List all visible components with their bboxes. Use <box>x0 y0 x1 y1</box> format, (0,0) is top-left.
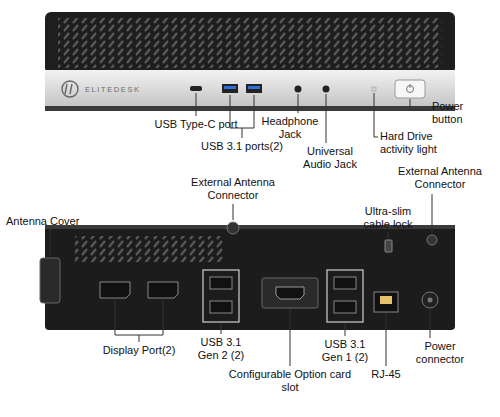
callout-label: USB 3.1 Gen 2 (2) <box>189 336 253 362</box>
callout-label: Display Port(2) <box>89 344 189 357</box>
rear-ports <box>148 282 178 298</box>
callout-label: Power button <box>432 100 482 126</box>
callout-label: USB Type-C port <box>146 118 246 131</box>
leader-line <box>290 309 291 366</box>
leader-line <box>298 94 299 113</box>
rear-ports <box>100 282 130 298</box>
rear-ports <box>210 301 232 313</box>
front-ports <box>295 86 302 93</box>
front-case <box>62 81 78 97</box>
leader-line <box>50 194 432 366</box>
leader-line <box>115 300 163 335</box>
leader-line <box>345 323 346 336</box>
rear-case <box>427 235 437 245</box>
leader-line <box>386 313 387 366</box>
rear-case <box>385 240 392 252</box>
callout-label: Headphone Jack <box>261 115 319 141</box>
front-case <box>45 12 455 74</box>
callout-label: Antenna Cover <box>6 215 96 228</box>
rear-ports <box>327 270 363 322</box>
brand-text: ELITEDESK <box>85 85 165 94</box>
front-ports <box>224 86 236 89</box>
rear-case <box>45 225 455 330</box>
leader-line <box>196 93 197 116</box>
rear-ports <box>262 278 318 308</box>
rear-case <box>75 236 225 262</box>
rear-ports <box>422 292 438 308</box>
leader-line <box>221 323 222 334</box>
callout-label: Ultra-slim cable lock <box>353 205 423 231</box>
leader-line <box>432 194 433 233</box>
front-case <box>58 18 442 68</box>
rear-ports <box>100 270 438 322</box>
rear-ports <box>210 277 232 289</box>
leader-line <box>410 99 429 110</box>
leader-line <box>430 309 431 338</box>
front-case <box>65 84 67 94</box>
front-ports <box>246 84 262 93</box>
rear-case <box>40 222 455 330</box>
rear-ports <box>374 292 398 312</box>
front-ports <box>372 87 376 91</box>
rear-ports <box>276 287 304 299</box>
front-case <box>45 70 455 107</box>
callout-label: USB 3.1 ports(2) <box>192 140 292 153</box>
rear-ports <box>334 301 356 313</box>
callout-label: Hard Drive activity light <box>380 130 456 156</box>
leader-line <box>374 93 378 137</box>
leader-line <box>139 335 140 342</box>
callout-label: USB 3.1 Gen 1 (2) <box>317 338 373 364</box>
front-ports <box>410 84 411 88</box>
callout-label: Universal Audio Jack <box>299 145 361 171</box>
front-case <box>45 12 455 111</box>
rear-ports <box>334 277 356 289</box>
front-ports <box>222 84 238 93</box>
rear-ports <box>380 296 392 304</box>
leader-line <box>50 229 51 256</box>
leader-line <box>233 204 234 220</box>
rear-ports <box>428 298 433 303</box>
front-ports <box>395 80 425 98</box>
callout-label: External Antenna Connector <box>183 176 283 202</box>
front-case <box>70 84 72 94</box>
rear-ports <box>203 270 239 322</box>
callout-label: RJ-45 <box>366 368 406 381</box>
leader-line <box>388 232 389 238</box>
leader-line <box>326 94 327 143</box>
front-ports <box>248 86 260 89</box>
rear-case <box>227 222 239 234</box>
rear-case <box>40 258 60 303</box>
front-ports <box>190 86 202 91</box>
front-ports <box>323 86 330 93</box>
callout-label: External Antenna Connector <box>392 165 488 191</box>
leader-line <box>242 128 243 138</box>
callout-label: Configurable Option card slot <box>228 368 352 394</box>
callout-label: Power connector <box>405 340 475 366</box>
front-ports <box>190 80 425 98</box>
front-case <box>45 106 455 111</box>
